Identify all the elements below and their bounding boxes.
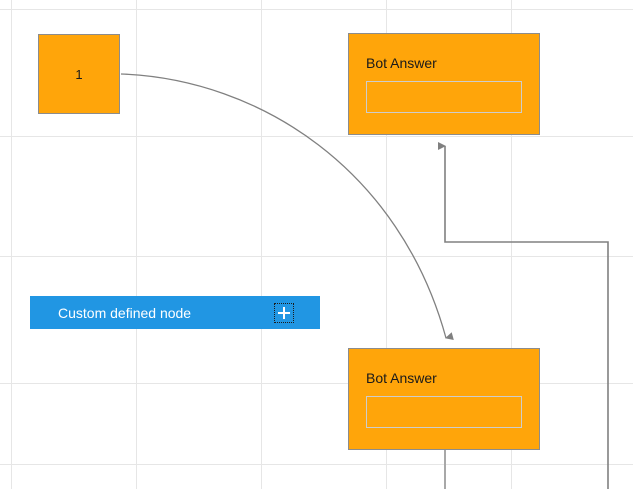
edge-loop-to-bot-answer-top[interactable] <box>438 142 609 489</box>
start-node-label: 1 <box>75 66 83 82</box>
plus-icon[interactable] <box>274 302 294 323</box>
edge-start-to-bot-answer-bottom[interactable] <box>120 73 454 341</box>
custom-defined-node-label: Custom defined node <box>58 304 192 321</box>
bot-answer-node-bottom[interactable]: Bot Answer <box>348 348 540 450</box>
bot-answer-node-bottom-title: Bot Answer <box>366 370 437 386</box>
bot-answer-node-top-title: Bot Answer <box>366 55 437 71</box>
custom-defined-node-bar[interactable]: Custom defined node <box>30 296 320 329</box>
bot-answer-node-top[interactable]: Bot Answer <box>348 33 540 135</box>
bot-answer-node-top-slot[interactable] <box>366 81 522 113</box>
start-node[interactable]: 1 <box>38 34 120 114</box>
bot-answer-node-bottom-slot[interactable] <box>366 396 522 428</box>
